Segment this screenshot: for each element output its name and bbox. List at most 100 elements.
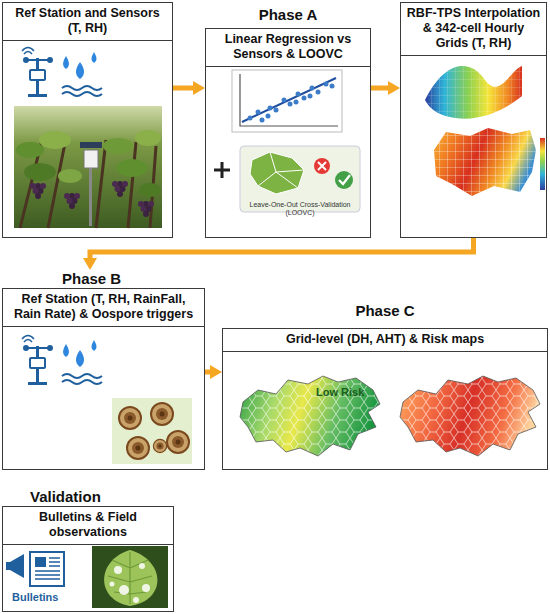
leaf-photo (114, 566, 122, 574)
vineyard-photo (64, 193, 80, 209)
box-title: Linear Regression vs Sensors & LOOVC (206, 29, 370, 67)
scatter-plot (268, 106, 273, 111)
vineyard-photo (14, 106, 162, 228)
leaf-photo (142, 584, 150, 592)
bulletin-icon (35, 558, 60, 579)
vineyard-photo (103, 138, 133, 154)
leaf-photo (104, 550, 157, 606)
plus-symbol (214, 162, 230, 178)
loocv-picture (335, 171, 353, 189)
scatter-plot (274, 108, 279, 113)
box-frame: Grid-level (DH, AHT) & Risk maps (222, 328, 548, 470)
scatter-plot (256, 110, 261, 115)
box-frame: Ref Station (T, RH, RainFall, Rain Rate)… (2, 288, 205, 470)
vineyard-photo (39, 131, 71, 149)
vineyard-photo (14, 106, 162, 228)
box-title: RBF-TPS Interpolation & 342-cell Hourly … (401, 3, 546, 56)
flow-arrow (205, 370, 211, 375)
risk-map-low (238, 372, 383, 458)
flow-arrow (371, 86, 389, 91)
leaf-photo (133, 597, 139, 603)
scatter-plot (310, 86, 315, 91)
leaf-photo (119, 585, 129, 595)
vineyard-photo (112, 181, 128, 197)
box-title: Bulletins & Field observations (3, 507, 173, 545)
leaf-photo (92, 546, 168, 608)
loocv-picture (339, 175, 350, 184)
bulletin-icon (35, 557, 46, 567)
interpolation-surface (425, 66, 522, 119)
plus-symbol (214, 162, 230, 178)
vineyard-photo (16, 142, 44, 158)
risk-map-low (238, 372, 383, 458)
box-title: Ref Station (T, RH, RainFall, Rain Rate)… (3, 289, 204, 327)
leaf-photo (92, 546, 168, 608)
scatter-plot (248, 82, 335, 123)
interpolation-surface (425, 66, 522, 119)
loocv-picture (258, 152, 304, 188)
box-title: Ref Station and Sensors (T, RH) (3, 3, 172, 41)
risk-map-low (238, 372, 383, 458)
vineyard-photo (80, 142, 102, 148)
oospore-picture (112, 398, 192, 464)
scatter-plot (316, 90, 321, 95)
oospore-picture (167, 431, 189, 453)
interpolation-surface (425, 66, 522, 119)
box-frame: Ref Station and Sensors (T, RH) (2, 2, 173, 238)
scatter-plot (242, 78, 336, 122)
hourly-grid-map (430, 126, 540, 198)
leaf-photo (139, 563, 145, 569)
scatter-plot (248, 116, 253, 121)
station-icon (22, 48, 102, 98)
oospore-picture (119, 407, 141, 429)
risk-map-high (398, 372, 543, 458)
station-icon (22, 336, 102, 386)
loocv-picture (250, 152, 304, 194)
vineyard-photo (30, 183, 46, 199)
flow-arrow (90, 238, 474, 259)
scatter-plot (232, 70, 342, 132)
leaf-photo (108, 552, 152, 604)
scatter-plot (260, 118, 265, 123)
scatter-plot (288, 102, 293, 107)
phase-box: Ref Station and Sensors (T, RH) (2, 2, 173, 238)
risk-map-high (398, 372, 543, 458)
station-icon (22, 48, 102, 98)
loocv-picture (318, 162, 326, 170)
scatter-plot (266, 114, 271, 119)
phase-heading: Validation (2, 488, 174, 506)
vineyard-photo (89, 168, 92, 226)
phase-box: RBF-TPS Interpolation & 342-cell Hourly … (400, 2, 547, 238)
scatter-plot (282, 98, 287, 103)
scatter-plot (324, 82, 329, 87)
hourly-grid-map (430, 126, 545, 198)
vineyard-photo (84, 150, 98, 168)
bulletin-icon (6, 552, 64, 586)
scatter-plot (296, 92, 301, 97)
phase-heading: Phase A (205, 6, 371, 24)
box-title: Grid-level (DH, AHT) & Risk maps (223, 329, 547, 352)
vineyard-photo (58, 169, 82, 183)
scatter-plot (330, 84, 335, 89)
station-icon (22, 336, 102, 386)
oospore-picture (153, 439, 166, 452)
vineyard-photo (139, 183, 161, 197)
scatter-plot (294, 100, 299, 105)
hourly-grid-map (540, 138, 545, 190)
risk-map-low (238, 372, 383, 458)
scatter-plot (232, 70, 342, 132)
phase-box: Phase C Grid-level (DH, AHT) & Risk maps (222, 302, 548, 470)
risk-map-high (398, 372, 543, 458)
bulletin-icon (10, 554, 24, 578)
risk-map-high (398, 372, 543, 458)
bulletin-icon (30, 552, 64, 586)
box-frame: RBF-TPS Interpolation & 342-cell Hourly … (400, 2, 547, 238)
risk-map-high (400, 376, 540, 456)
phase-heading: Phase C (222, 302, 548, 320)
scatter-plot (308, 94, 313, 99)
phase-heading: Phase B (2, 270, 205, 288)
